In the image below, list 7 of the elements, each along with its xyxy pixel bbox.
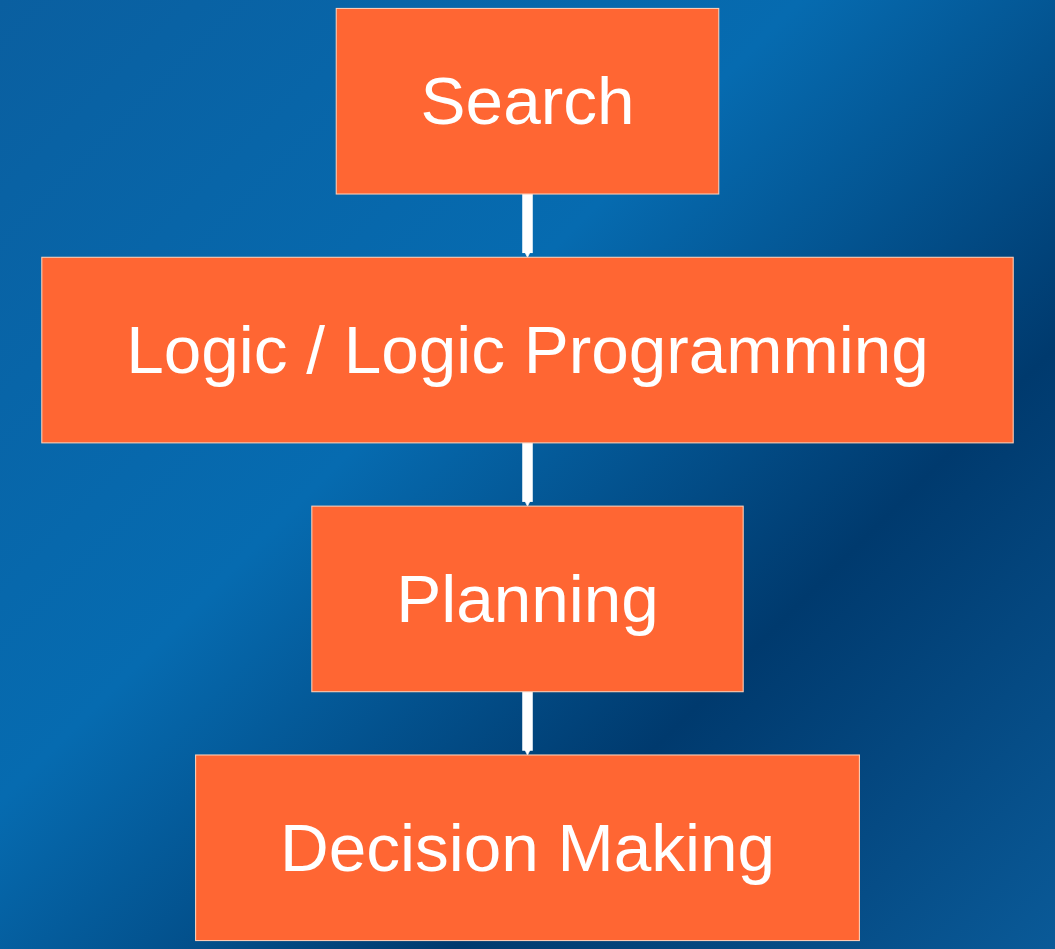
arrow bbox=[522, 194, 533, 258]
arrow bbox=[522, 442, 533, 507]
node-box: Decision Making bbox=[195, 754, 860, 942]
node-box: Planning bbox=[311, 505, 744, 693]
arrow bbox=[522, 691, 533, 756]
node-box: Search bbox=[335, 7, 720, 195]
node-box: Logic / Logic Programming bbox=[41, 256, 1014, 444]
